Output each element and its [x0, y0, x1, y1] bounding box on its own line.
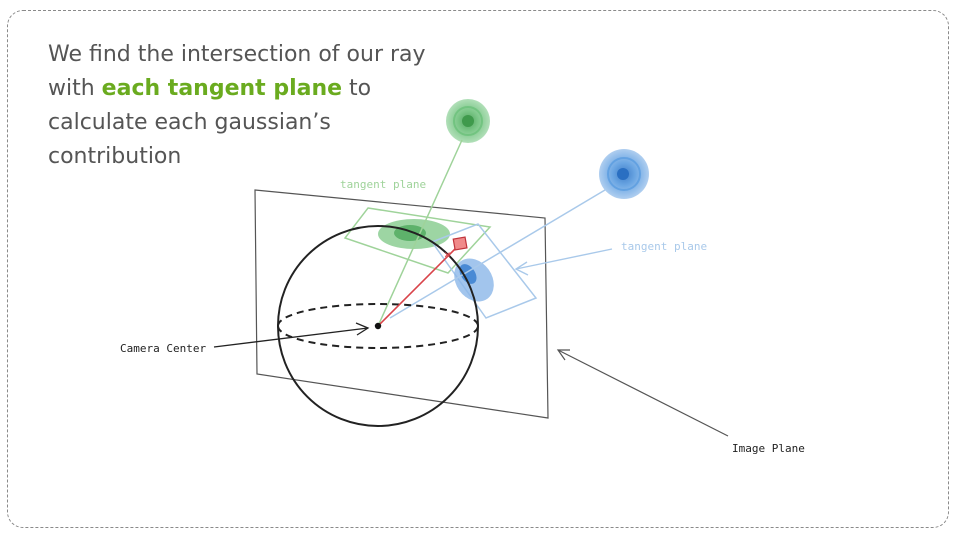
headline-part1: We find the intersection of our ray with [48, 42, 426, 101]
green-tangent-plane [343, 207, 492, 274]
intersection-mark: × [444, 248, 451, 261]
blue-projection-line [389, 189, 606, 319]
image-plane-arrow [556, 349, 729, 437]
green-projection-line [377, 139, 463, 327]
green-gaussian [446, 99, 490, 143]
sphere-equator-back [277, 303, 479, 327]
pixel-marker [452, 236, 468, 251]
blue-gaussian [599, 149, 649, 199]
camera-center-arrow [213, 322, 370, 348]
blue-tangent-plane-arrow [514, 248, 613, 276]
headline-part2: to calculate each gaussian’s contributio… [48, 76, 372, 169]
slide-frame [7, 10, 949, 528]
label-tangent-plane-blue: tangent plane [621, 240, 707, 253]
label-camera-center: Camera Center [120, 342, 206, 355]
sphere-equator-front [277, 325, 479, 349]
headline-highlight: each tangent plane [101, 76, 343, 101]
camera-ray [377, 247, 457, 327]
camera-center-dot [374, 322, 382, 330]
label-image-plane: Image Plane [732, 442, 805, 455]
image-plane [254, 189, 549, 419]
headline-text: We find the intersection of our ray with… [48, 38, 428, 174]
label-tangent-plane-green: tangent plane [340, 178, 426, 191]
